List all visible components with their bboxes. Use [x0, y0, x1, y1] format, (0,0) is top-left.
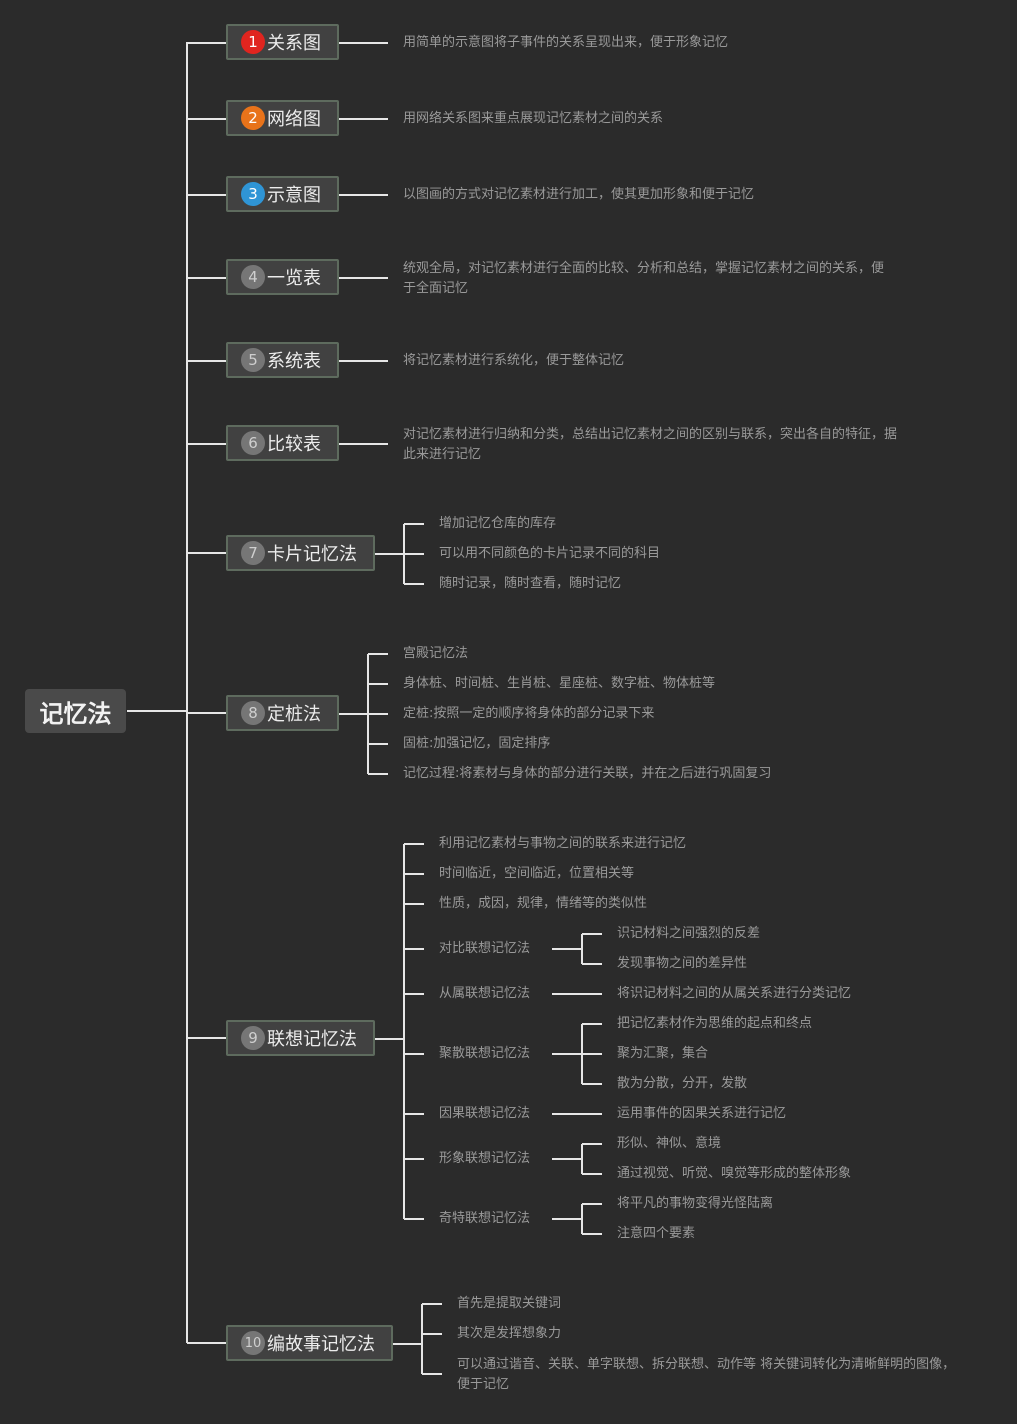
- branch-node-10[interactable]: 10 编故事记忆法: [226, 1325, 393, 1361]
- leaf-text: 运用事件的因果关系进行记忆: [617, 1106, 787, 1121]
- branch-node-4[interactable]: 4 一览表: [226, 259, 339, 295]
- leaf-text: 可以用不同颜色的卡片记录不同的科目: [439, 546, 661, 561]
- leaf-text: 其次是发挥想象力: [457, 1326, 562, 1341]
- leaf-text: 用网络关系图来重点展现记忆素材之间的关系: [403, 111, 664, 126]
- leaf-text: 聚为汇聚，集合: [617, 1046, 709, 1061]
- branch-node-8[interactable]: 8 定桩法: [226, 695, 339, 731]
- leaf-text: 把记忆素材作为思维的起点和终点: [617, 1016, 813, 1031]
- leaf-text: 利用记忆素材与事物之间的联系来进行记忆: [439, 836, 687, 851]
- sub-branch-label[interactable]: 奇特联想记忆法: [439, 1211, 531, 1226]
- branch-node-3[interactable]: 3 示意图: [226, 176, 339, 212]
- sub-branch-label[interactable]: 形象联想记忆法: [439, 1151, 531, 1166]
- number-badge-icon: 8: [241, 701, 265, 725]
- leaf-text: 统观全局，对记忆素材进行全面的比较、分析和总结，掌握记忆素材之间的关系，便于全面…: [403, 261, 885, 296]
- number-badge-icon: 2: [241, 106, 265, 130]
- leaf-text: 通过视觉、听觉、嗅觉等形成的整体形象: [617, 1166, 852, 1181]
- branch-node-5[interactable]: 5 系统表: [226, 342, 339, 378]
- number-badge-icon: 10: [241, 1331, 265, 1355]
- number-badge-icon: 9: [241, 1026, 265, 1050]
- leaf-text: 以图画的方式对记忆素材进行加工，使其更加形象和便于记忆: [403, 187, 755, 202]
- leaf-text: 记忆过程:将素材与身体的部分进行关联，并在之后进行巩固复习: [403, 766, 772, 781]
- branch-label: 编故事记忆法: [267, 1334, 375, 1355]
- branch-label: 示意图: [267, 185, 321, 206]
- branch-node-9[interactable]: 9 联想记忆法: [226, 1020, 375, 1056]
- number-badge-icon: 1: [241, 30, 265, 54]
- sub-branch-label[interactable]: 因果联想记忆法: [439, 1106, 531, 1121]
- leaf-text: 将平凡的事物变得光怪陆离: [617, 1196, 774, 1211]
- leaf-text: 增加记忆仓库的库存: [439, 516, 557, 531]
- branch-label: 关系图: [267, 33, 321, 54]
- number-badge-icon: 6: [241, 431, 265, 455]
- leaf-text: 宫殿记忆法: [403, 646, 469, 661]
- number-badge-icon: 4: [241, 265, 265, 289]
- branch-label: 系统表: [267, 351, 321, 372]
- branch-label: 卡片记忆法: [267, 544, 357, 565]
- leaf-text: 定桩:按照一定的顺序将身体的部分记录下来: [403, 706, 655, 721]
- branch-label: 联想记忆法: [267, 1029, 357, 1050]
- leaf-text: 将记忆素材进行系统化，便于整体记忆: [403, 353, 625, 368]
- leaf-text: 固桩:加强记忆，固定排序: [403, 736, 551, 751]
- leaf-text: 可以通过谐音、关联、单字联想、拆分联想、动作等 将关键词转化为清晰鲜明的图像，便…: [457, 1357, 956, 1392]
- leaf-text: 身体桩、时间桩、生肖桩、星座桩、数字桩、物体桩等: [403, 676, 716, 691]
- leaf-text: 形似、神似、意境: [617, 1136, 722, 1151]
- number-badge-icon: 7: [241, 541, 265, 565]
- branch-node-6[interactable]: 6 比较表: [226, 425, 339, 461]
- sub-branch-label[interactable]: 从属联想记忆法: [439, 986, 531, 1001]
- number-badge-icon: 5: [241, 348, 265, 372]
- branch-label: 一览表: [267, 268, 321, 289]
- leaf-text: 识记材料之间强烈的反差: [617, 926, 761, 941]
- leaf-text: 性质，成因，规律，情绪等的类似性: [439, 896, 648, 911]
- leaf-text: 对记忆素材进行归纳和分类，总结出记忆素材之间的区别与联系，突出各自的特征，据此来…: [403, 427, 898, 462]
- leaf-text: 用简单的示意图将子事件的关系呈现出来，便于形象记忆: [403, 35, 729, 50]
- branch-label: 比较表: [267, 434, 321, 455]
- branch-node-2[interactable]: 2 网络图: [226, 100, 339, 136]
- root-node[interactable]: 记忆法: [25, 689, 126, 733]
- leaf-text: 散为分散，分开，发散: [617, 1076, 748, 1091]
- leaf-text: 首先是提取关键词: [457, 1296, 562, 1311]
- leaf-text: 发现事物之间的差异性: [617, 956, 748, 971]
- number-badge-icon: 3: [241, 182, 265, 206]
- leaf-text: 注意四个要素: [617, 1226, 696, 1241]
- leaf-text: 随时记录，随时查看，随时记忆: [439, 576, 622, 591]
- leaf-text: 时间临近，空间临近，位置相关等: [439, 866, 635, 881]
- leaf-text: 将识记材料之间的从属关系进行分类记忆: [617, 986, 852, 1001]
- branch-label: 网络图: [267, 109, 321, 130]
- branch-label: 定桩法: [267, 704, 321, 725]
- branch-node-1[interactable]: 1 关系图: [226, 24, 339, 60]
- sub-branch-label[interactable]: 聚散联想记忆法: [439, 1046, 531, 1061]
- branch-node-7[interactable]: 7 卡片记忆法: [226, 535, 375, 571]
- sub-branch-label[interactable]: 对比联想记忆法: [439, 941, 531, 956]
